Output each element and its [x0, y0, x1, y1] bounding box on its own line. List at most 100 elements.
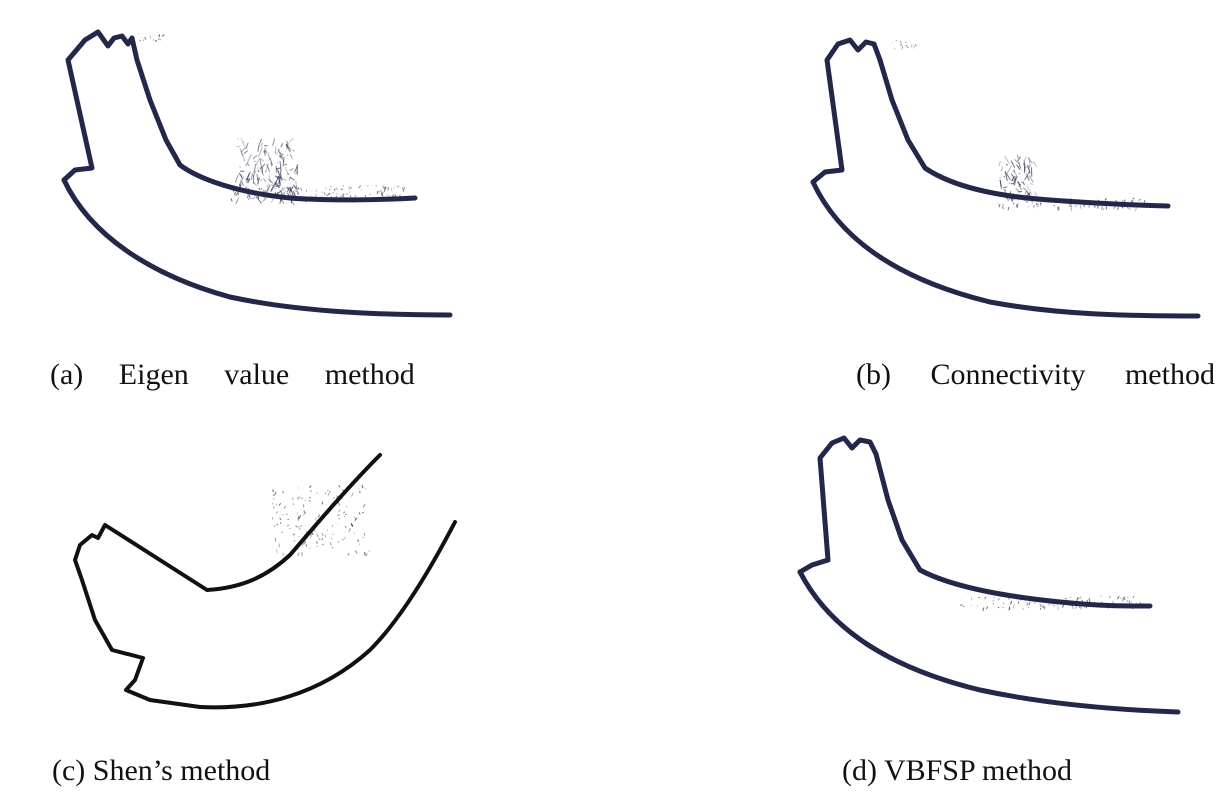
noise-speck [380, 192, 384, 197]
noise-speck [327, 493, 330, 496]
noise-speck [304, 540, 307, 544]
noise-speck [286, 141, 288, 147]
noise-speck [899, 44, 902, 46]
noise-speck [1013, 170, 1015, 173]
noise-speck [910, 44, 913, 48]
noise-speck [341, 193, 345, 198]
noise-speck [959, 603, 963, 607]
noise-speck [1029, 601, 1031, 604]
noise-speck [1012, 202, 1015, 205]
noise-speck [158, 34, 161, 36]
noise-speck [354, 517, 358, 521]
noise-speck [290, 190, 293, 192]
noise-speck [276, 161, 279, 164]
noise-speck [256, 176, 261, 181]
noise-speck [1024, 171, 1030, 181]
noise-speck [289, 148, 292, 152]
caption-a-label: (a) [50, 358, 84, 391]
noise-speck [1011, 179, 1015, 182]
noise-speck [162, 34, 165, 37]
noise-speck [1010, 600, 1013, 605]
noise-speck [1011, 200, 1013, 202]
noise-speck [266, 164, 271, 173]
noise-speck [244, 144, 247, 146]
noise-speck [292, 149, 295, 152]
noise-speck [262, 178, 267, 183]
noise-speck [289, 154, 293, 159]
noise-speck [375, 184, 378, 187]
noise-speck [276, 191, 280, 195]
noise-speck [1007, 182, 1013, 185]
noise-speck [250, 175, 253, 181]
noise-speck [275, 184, 281, 188]
noise-speck [278, 185, 281, 188]
noise-speck [277, 170, 283, 181]
noise-speck [260, 142, 264, 147]
noise-speck [1123, 596, 1126, 599]
noise-speck [339, 193, 343, 199]
noise-speck [382, 185, 385, 190]
noise-speck [1012, 604, 1016, 609]
noise-speck [1088, 598, 1091, 603]
noise-speck [403, 186, 406, 189]
noise-speck [285, 513, 288, 516]
noise-speck [1032, 161, 1038, 167]
noise-speck [1000, 166, 1004, 172]
noise-speck [1004, 170, 1008, 181]
noise-speck [1105, 205, 1108, 210]
noise-speck [281, 513, 285, 516]
noise-speck [329, 188, 331, 191]
noise-speck [294, 166, 298, 172]
noise-speck [1020, 181, 1024, 184]
noise-speck [289, 189, 292, 193]
noise-speck [297, 552, 300, 557]
noise-speck [343, 536, 347, 540]
noise-speck [245, 162, 249, 167]
noise-speck [255, 158, 260, 166]
noise-speck [395, 185, 399, 188]
noise-speck [332, 496, 336, 500]
noise-speck [1001, 206, 1005, 210]
noise-speck [259, 157, 265, 162]
noise-speck [1039, 203, 1042, 207]
noise-speck [997, 203, 1000, 205]
noise-speck [280, 143, 284, 148]
noise-speck [1025, 192, 1031, 197]
noise-speck [345, 506, 348, 508]
noise-speck [1104, 198, 1107, 201]
noise-speck [1013, 176, 1018, 186]
noise-speck [1011, 175, 1016, 182]
noise-speck [331, 546, 334, 549]
noise-speck [392, 193, 395, 197]
noise-speck [280, 187, 286, 191]
noise-speck [1015, 204, 1018, 208]
noise-speck [289, 176, 295, 181]
noise-speck [338, 485, 341, 488]
noise-speck [1026, 185, 1033, 195]
noise-speck [905, 41, 907, 44]
noise-speck [237, 138, 239, 140]
noise-speck [1003, 175, 1006, 178]
noise-speck [280, 172, 283, 182]
noise-speck [303, 510, 307, 515]
noise-speck [257, 142, 260, 152]
noise-speck [289, 187, 294, 195]
noise-speck [982, 607, 985, 612]
noise-speck [1122, 597, 1125, 602]
noise-speck [366, 185, 369, 187]
noise-speck [317, 514, 321, 518]
noise-speck [992, 596, 995, 599]
noise-speck [1002, 602, 1005, 605]
noise-speck [348, 528, 352, 532]
noise-speck [269, 157, 273, 166]
noise-speck [246, 173, 250, 183]
noise-speck [1002, 203, 1005, 206]
noise-speck [274, 491, 277, 495]
noise-speck [1027, 157, 1033, 164]
noise-speck [1011, 177, 1015, 181]
noise-speck [260, 187, 263, 190]
noise-speck [271, 502, 274, 505]
noise-speck [1006, 198, 1009, 200]
panel-c: (c) Shen’s method [0, 410, 600, 797]
noise-speck [337, 502, 341, 506]
